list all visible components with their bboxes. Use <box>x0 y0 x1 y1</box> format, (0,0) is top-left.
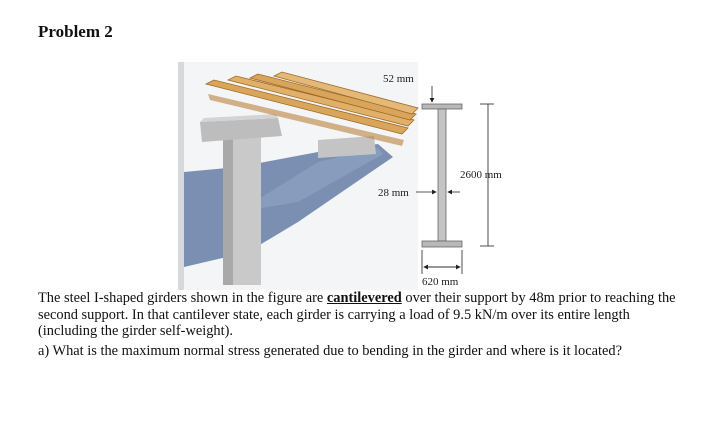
problem-heading: Problem 2 <box>38 22 113 41</box>
statement-part2: over their support by 48m prior to reach… <box>38 290 676 340</box>
ground-highlight <box>238 148 383 212</box>
statement-part1: The steel I-shaped girders shown in the … <box>38 290 327 306</box>
pier-cap <box>200 118 282 142</box>
bottom-flange <box>421 240 463 248</box>
top-flange <box>421 103 463 110</box>
problem-statement: The steel I-shaped girders shown in the … <box>38 290 678 340</box>
statement-emphasis: cantilevered <box>326 290 402 306</box>
web <box>437 108 447 242</box>
i-beam-section <box>421 103 463 248</box>
dim-flange-bottom-label: 620 mm <box>422 276 459 288</box>
dim-web-label: 28 mm <box>378 187 409 199</box>
question-a: a) What is the maximum normal stress gen… <box>38 343 622 359</box>
girders <box>204 71 419 146</box>
girder-figure-svg: 52 mm 2600 mm 28 mm 620 mm <box>178 62 502 290</box>
pier-cap-top <box>200 114 278 122</box>
photo-edge <box>178 62 184 290</box>
dim-flange-top-label: 52 mm <box>383 73 414 85</box>
girder-figure: 52 mm 2600 mm 28 mm 620 mm <box>178 62 518 290</box>
dim-height-label: 2600 mm <box>460 169 502 181</box>
pier-shadow <box>223 135 233 285</box>
second-support <box>318 136 376 158</box>
